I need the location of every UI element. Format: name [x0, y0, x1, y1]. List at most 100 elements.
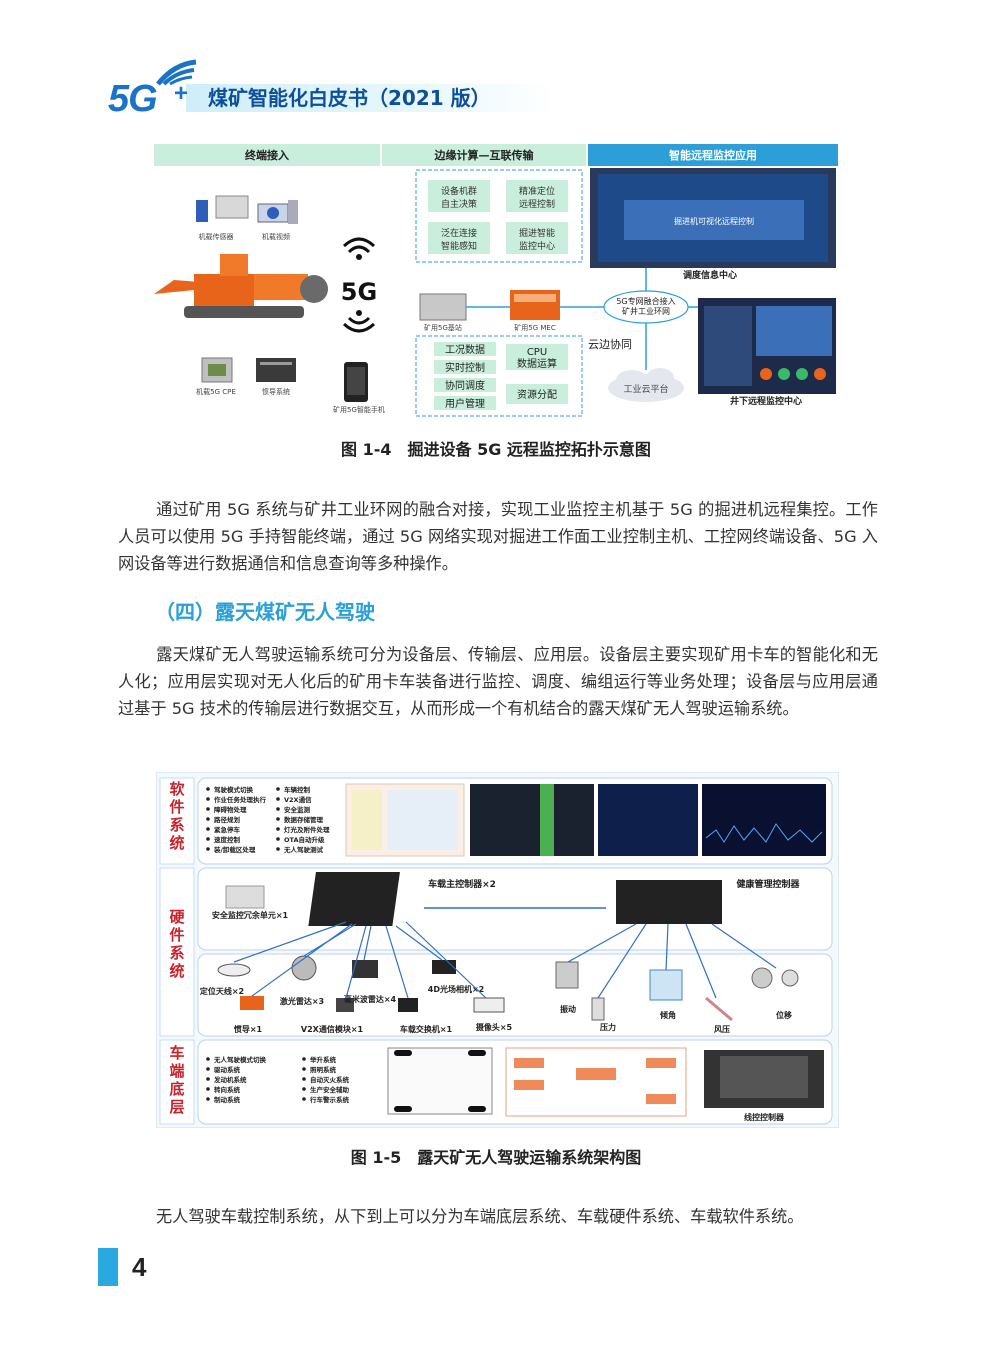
bullet-icon: [276, 787, 280, 791]
layer-label-box: [159, 777, 195, 865]
software-screen-thumb: [470, 784, 594, 856]
smartphone-icon: [344, 362, 368, 402]
list-item: 作业任务处理执行: [214, 795, 267, 804]
list-item: 障碍物处理: [214, 805, 247, 814]
list-item: 制动系统: [214, 1095, 241, 1104]
page-number-bar: [98, 1248, 118, 1286]
layer-label-vehicle: 车端底层: [169, 1044, 184, 1116]
health-sensor-arrows: [567, 923, 777, 999]
software-chart-thumb: [598, 784, 698, 856]
task-label: 协同调度: [445, 379, 485, 392]
wifi-icon: [342, 237, 376, 333]
logo-plus: +: [174, 80, 189, 107]
list-item: 举升系统: [309, 1055, 337, 1064]
paragraph-3-text: 无人驾驶车载控制系统，从下到上可以分为车端底层系统、车载硬件系统、车载软件系统。: [156, 1207, 804, 1226]
sensor-label: V2X通信模块×1: [301, 1024, 364, 1034]
paragraph-3: 无人驾驶车载控制系统，从下到上可以分为车端底层系统、车载硬件系统、车载软件系统。: [118, 1203, 878, 1230]
logo-5g: 5G: [108, 78, 158, 120]
health-sensor-label: 压力: [600, 1022, 616, 1032]
main-controller-label: 车载主控制器×2: [428, 878, 496, 890]
sensor-label: 车载交换机×1: [400, 1024, 453, 1034]
sensor-label: 4D光场相机×2: [428, 984, 484, 994]
software-screen-lane: [540, 784, 554, 856]
flow-block: [576, 1068, 616, 1080]
mec-label: 矿用5G MEC: [514, 323, 556, 332]
flow-block: [646, 1094, 676, 1104]
bullet-icon: [302, 1097, 306, 1101]
underground-screen-panel: [756, 306, 832, 356]
software-diagram-block: [352, 790, 382, 850]
phone-label: 矿用5G智能手机: [333, 405, 385, 414]
sensor-icons: [217, 955, 505, 1013]
figure-1-topology: 终端接入 边缘计算—互联传输 智能远程监控应用 机载传感器 机载视频 机载5G …: [154, 144, 838, 417]
waveform-line: [705, 823, 823, 843]
flow-block: [646, 1058, 676, 1068]
health-sensor-icons: [555, 961, 799, 1022]
task-box: [506, 344, 568, 370]
list-item: 驱动系统: [214, 1065, 241, 1074]
health-controller-label: 健康管理控制器: [736, 878, 800, 890]
list-item: 紧急停车: [214, 825, 241, 834]
list-item: 速度控制: [214, 835, 241, 844]
paragraph-2: 露天煤矿无人驾驶运输系统可分为设备层、传输层、应用层。设备层主要实现矿用卡车的智…: [118, 641, 878, 722]
edge-box: [428, 180, 490, 212]
bullet-icon: [206, 797, 210, 801]
sensor-label: 惯导×1: [234, 1024, 263, 1034]
list-item: 发动机系统: [213, 1075, 247, 1084]
roadheader-machine-icon: [154, 254, 328, 318]
task-box: [434, 396, 496, 410]
edge-box-label: 泛在连接智能感知: [441, 227, 477, 252]
task-label: 资源分配: [517, 388, 557, 401]
dispatch-center-label: 调度信息中心: [683, 269, 737, 281]
bullet-icon: [276, 847, 280, 851]
camera-device-icon: [257, 200, 298, 224]
list-item: 数据存储管理: [284, 815, 324, 824]
column-header-terminal: 终端接入: [245, 148, 289, 162]
network-label: 5G专网融合接入矿井工业环网: [616, 296, 675, 316]
task-label: 用户管理: [445, 397, 485, 410]
edge-box-label: 设备机群自主决策: [441, 185, 477, 210]
list-item: 路径规划: [214, 815, 241, 824]
sensor-label: 摄像头×5: [476, 1022, 513, 1032]
bullet-icon: [206, 1087, 210, 1091]
title-band: [186, 84, 556, 112]
list-item: 车辆控制: [284, 785, 311, 794]
bullet-icon: [206, 1057, 210, 1061]
bullet-icon: [302, 1077, 306, 1081]
wire-controller-screen: [720, 1056, 808, 1098]
health-sensor-label: 倾角: [659, 1010, 676, 1020]
bullet-icon: [302, 1057, 306, 1061]
edge-box: [506, 222, 568, 254]
figure-1-caption: 图 1-4 掘进设备 5G 远程监控拓扑示意图: [341, 440, 651, 459]
wire-controller-label: 线控控制器: [744, 1112, 785, 1122]
switch-device-icon: [256, 358, 296, 382]
section-heading: （四）露天煤矿无人驾驶: [155, 600, 375, 624]
list-item: 装/卸载区处理: [213, 845, 256, 854]
task-box: [434, 360, 496, 374]
book-title: 煤矿智能化白皮书（2021 版）: [208, 86, 491, 110]
5g-label: 5G: [341, 278, 377, 306]
bullet-icon: [302, 1087, 306, 1091]
column-header-bg: [382, 144, 586, 166]
wheel-icon: [468, 1050, 486, 1056]
cpe-label: 机载5G CPE: [196, 387, 236, 396]
column-header-monitor: 智能远程监控应用: [669, 148, 757, 162]
task-label: 工况数据: [445, 343, 485, 356]
list-item: 无人驾驶测试: [283, 845, 324, 854]
bullet-icon: [302, 1067, 306, 1071]
bullet-icon: [206, 817, 210, 821]
sensor-label: 毫米波雷达×4: [344, 994, 397, 1004]
gauge-icon: [814, 368, 826, 380]
dispatch-screen-panel: [624, 200, 804, 240]
flow-block: [514, 1058, 544, 1068]
edge-box: [428, 222, 490, 254]
underground-center-label: 井下远程监控中心: [730, 395, 802, 407]
cloud-edge-label: 云边协同: [588, 337, 632, 351]
bullet-icon: [276, 817, 280, 821]
base-station-label: 矿用5G基站: [424, 323, 462, 332]
bullet-icon: [206, 1067, 210, 1071]
signal-waves-icon: [156, 59, 197, 86]
